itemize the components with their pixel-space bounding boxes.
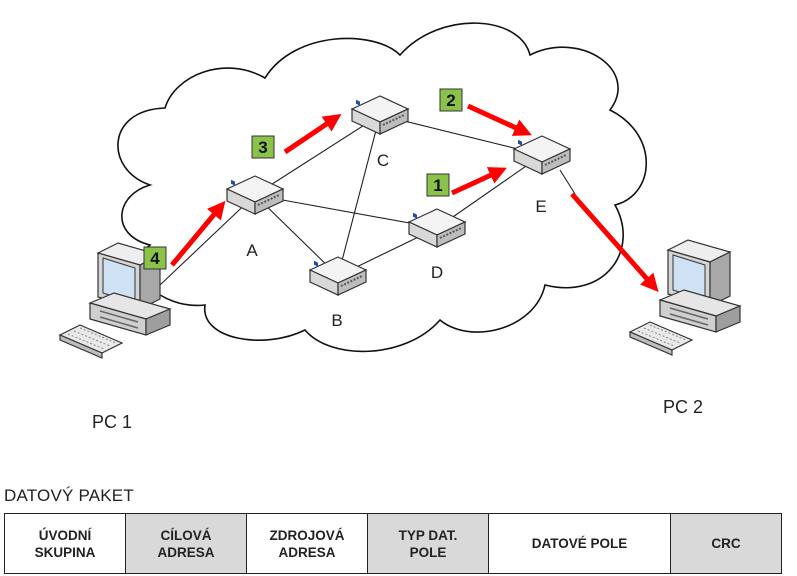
node-label-a: A — [246, 241, 258, 260]
packet-field-1: CÍLOVÁ ADRESA — [125, 513, 247, 574]
link-E-PC2 — [559, 169, 576, 195]
packet-title: DATOVÝ PAKET — [4, 486, 134, 505]
link-D-E — [436, 154, 543, 229]
route-arrow-2 — [466, 103, 532, 136]
route-arrow-to-pc2 — [570, 192, 659, 293]
link-A-D — [254, 194, 438, 229]
packet-field-0: ÚVODNÍ SKUPINA — [4, 513, 126, 574]
computer-icon-pc2 — [629, 239, 741, 356]
step-number-1: 1 — [433, 176, 442, 195]
step-number-3: 3 — [258, 138, 267, 157]
step-badge-3 — [251, 135, 275, 159]
node-label-e: E — [535, 197, 546, 216]
route-arrow-4 — [170, 200, 226, 267]
node-label-d: D — [431, 263, 443, 282]
link-C-B — [337, 114, 381, 277]
pc-label-pc2: PC 2 — [663, 397, 703, 417]
node-label-b: B — [331, 311, 342, 330]
network-cloud — [117, 22, 647, 353]
step-badge-2 — [439, 88, 463, 112]
route-arrow-3 — [283, 113, 342, 155]
packet-field-3: TYP DAT. POLE — [367, 513, 489, 574]
packet-field-4: DATOVÉ POLE — [488, 513, 671, 574]
link-A-C — [254, 114, 381, 196]
route-arrow-1 — [450, 167, 507, 196]
network-diagram: 1 2 3 4 A B C D E PC 1 PC 2 — [59, 22, 741, 432]
step-number-2: 2 — [446, 91, 455, 110]
packet-field-2: ZDROJOVÁ ADRESA — [246, 513, 368, 574]
link-PC1-A — [159, 194, 256, 286]
step-badge-1 — [426, 173, 450, 197]
link-A-B — [254, 194, 339, 277]
node-label-c: C — [377, 151, 389, 170]
pc-label-pc1: PC 1 — [92, 412, 132, 432]
packet-field-5: CRC — [670, 513, 782, 574]
step-badge-4 — [143, 246, 167, 270]
step-number-4: 4 — [150, 249, 160, 268]
